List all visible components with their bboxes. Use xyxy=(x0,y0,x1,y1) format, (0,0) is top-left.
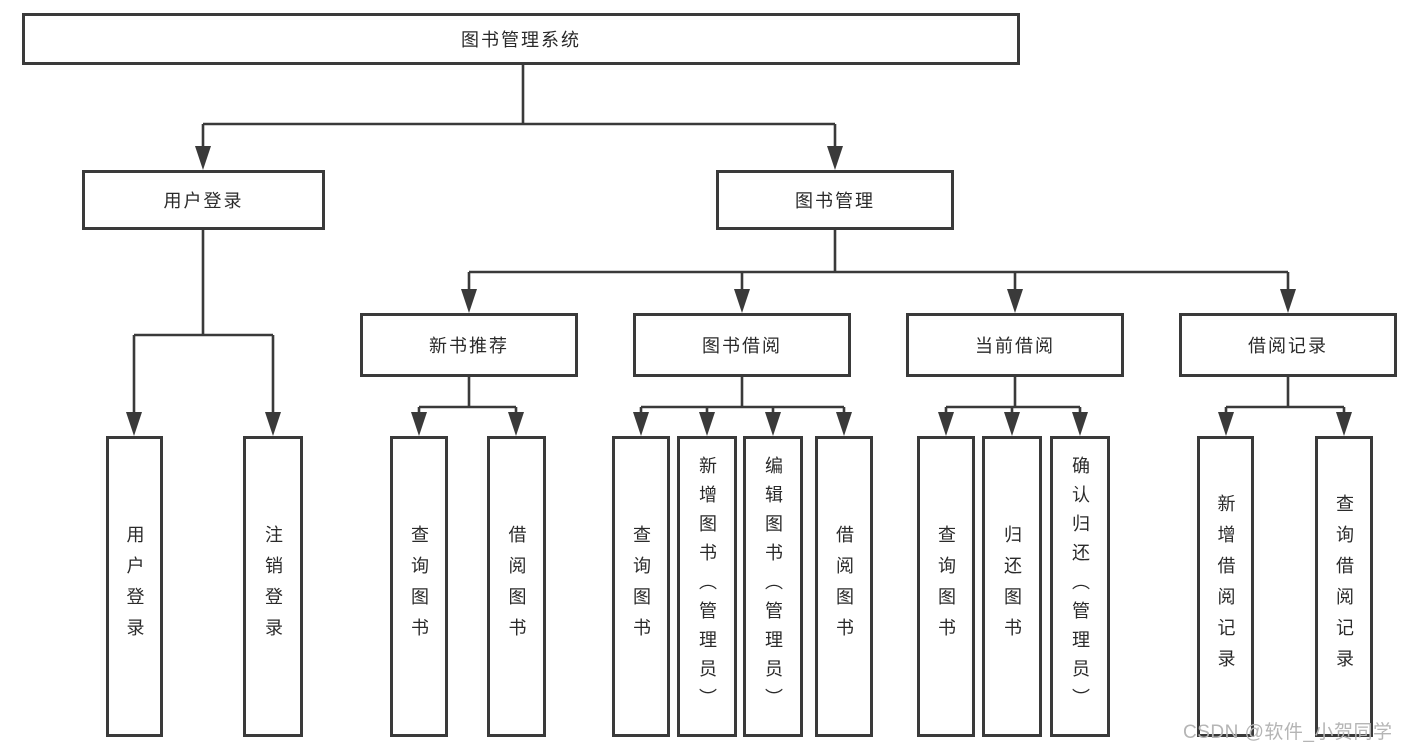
leaf-current-query-books-label: 查询图书 xyxy=(936,524,956,649)
csdn-watermark: CSDN @软件_小贺同学 xyxy=(1183,722,1393,743)
leaf-add-books-admin-label: 新增图书（管理员） xyxy=(697,456,717,717)
connector-user-login-branch xyxy=(126,230,281,436)
connector-book-borrow-branch xyxy=(633,377,852,436)
leaf-return-books: 归还图书 xyxy=(982,436,1042,737)
node-current-borrow: 当前借阅 xyxy=(906,313,1124,377)
node-book-management: 图书管理 xyxy=(716,170,954,230)
node-borrow-records: 借阅记录 xyxy=(1179,313,1397,377)
leaf-logout: 注销登录 xyxy=(243,436,303,737)
leaf-borrow-query-books-label: 查询图书 xyxy=(631,524,651,649)
leaf-user-login: 用户登录 xyxy=(106,436,163,737)
leaf-borrow-books: 借阅图书 xyxy=(815,436,873,737)
leaf-query-borrow-record: 查询借阅记录 xyxy=(1315,436,1373,737)
leaf-recommend-borrow-books: 借阅图书 xyxy=(487,436,546,737)
leaf-borrow-books-label: 借阅图书 xyxy=(834,524,854,649)
node-root-system: 图书管理系统 xyxy=(22,13,1020,65)
node-book-borrow: 图书借阅 xyxy=(633,313,851,377)
node-user-login: 用户登录 xyxy=(82,170,325,230)
connector-borrow-records-branch xyxy=(1218,377,1352,436)
leaf-return-books-label: 归还图书 xyxy=(1002,524,1022,649)
leaf-add-borrow-record-label: 新增借阅记录 xyxy=(1215,493,1236,680)
leaf-confirm-return-admin-label: 确认归还（管理员） xyxy=(1070,456,1090,717)
leaf-user-login-label: 用户登录 xyxy=(124,524,145,649)
node-current-borrow-label: 当前借阅 xyxy=(975,336,1055,356)
node-borrow-records-label: 借阅记录 xyxy=(1248,336,1328,356)
leaf-recommend-query-books-label: 查询图书 xyxy=(409,524,429,649)
leaf-recommend-query-books: 查询图书 xyxy=(390,436,448,737)
leaf-current-query-books: 查询图书 xyxy=(917,436,975,737)
node-new-book-recommend: 新书推荐 xyxy=(360,313,578,377)
leaf-logout-label: 注销登录 xyxy=(263,524,283,649)
leaf-borrow-query-books: 查询图书 xyxy=(612,436,670,737)
connector-book-management-to-level3 xyxy=(461,230,1296,313)
node-user-login-label: 用户登录 xyxy=(163,191,244,211)
leaf-recommend-borrow-books-label: 借阅图书 xyxy=(506,524,527,649)
node-new-book-recommend-label: 新书推荐 xyxy=(429,336,509,356)
leaf-edit-books-admin: 编辑图书（管理员） xyxy=(743,436,803,737)
leaf-confirm-return-admin: 确认归还（管理员） xyxy=(1050,436,1110,737)
leaf-add-books-admin: 新增图书（管理员） xyxy=(677,436,737,737)
connector-current-borrow-branch xyxy=(938,377,1088,436)
leaf-query-borrow-record-label: 查询借阅记录 xyxy=(1334,493,1354,680)
node-book-borrow-label: 图书借阅 xyxy=(702,336,782,356)
leaf-edit-books-admin-label: 编辑图书（管理员） xyxy=(763,456,783,717)
node-root-system-label: 图书管理系统 xyxy=(461,30,581,50)
connector-root-to-level2 xyxy=(195,65,843,170)
connector-new-book-recommend-branch xyxy=(411,377,524,436)
node-book-management-label: 图书管理 xyxy=(795,191,875,211)
leaf-add-borrow-record: 新增借阅记录 xyxy=(1197,436,1254,737)
